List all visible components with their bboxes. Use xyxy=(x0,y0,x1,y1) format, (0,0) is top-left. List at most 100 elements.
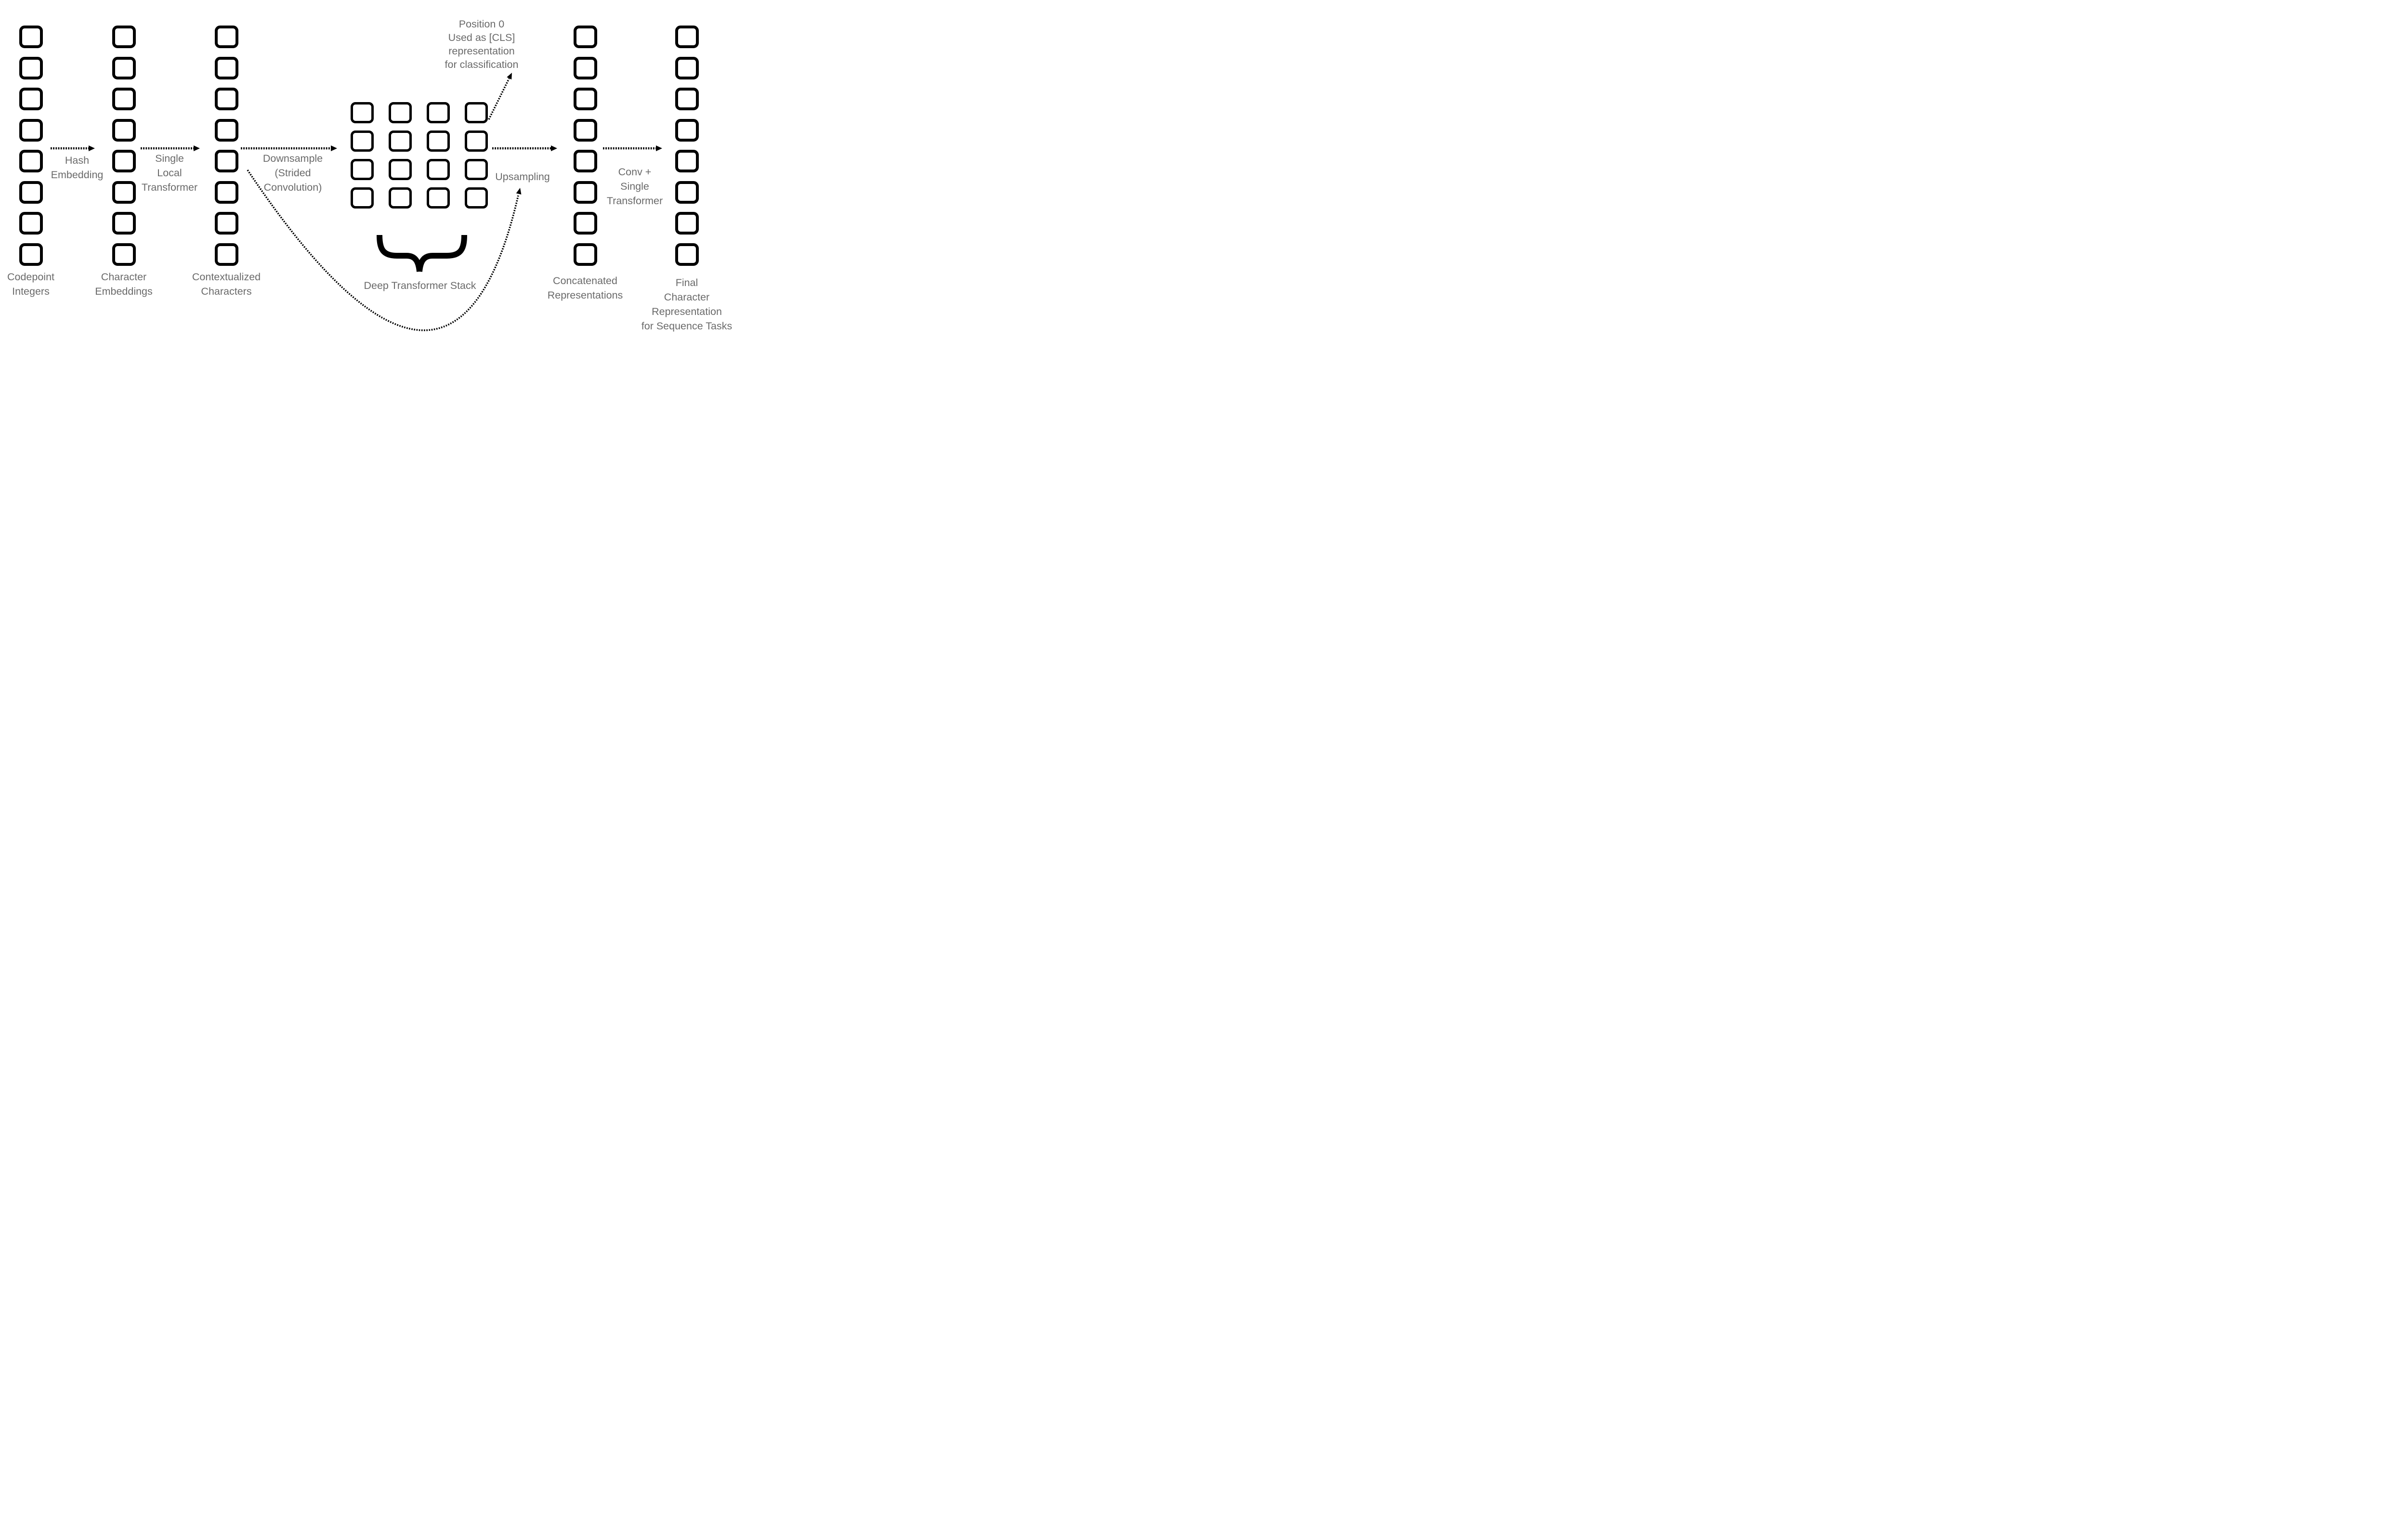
grid-square xyxy=(389,159,412,180)
final-character-representation-label: Final Character Representation for Seque… xyxy=(641,275,732,333)
grid-square xyxy=(465,131,488,152)
token-square xyxy=(574,118,597,142)
downsampled-token-grid xyxy=(351,102,488,209)
arrowhead-icon xyxy=(551,145,557,151)
label-line: Local xyxy=(157,167,182,179)
contextualized-characters-label: Contextualized Characters xyxy=(192,270,261,299)
token-square xyxy=(112,243,136,266)
grid-square xyxy=(351,131,374,152)
column-character-embeddings xyxy=(112,26,136,266)
column-final-character-representation xyxy=(675,26,699,266)
character-skip-connection-curve xyxy=(247,169,522,331)
column-concatenated-representations xyxy=(574,26,597,266)
label-line: Characters xyxy=(201,286,252,297)
label-line: Hash xyxy=(65,155,90,166)
token-square xyxy=(215,118,238,142)
note-line: Used as [CLS] xyxy=(448,32,515,43)
label-line: Transformer xyxy=(606,195,663,207)
grid-square xyxy=(351,187,374,209)
downsample-label: Downsample (Strided Convolution) xyxy=(263,151,323,195)
label-line: Single xyxy=(620,181,649,192)
grid-square xyxy=(351,159,374,180)
token-square xyxy=(112,212,136,235)
token-square xyxy=(112,56,136,79)
deep-transformer-stack-label: Deep Transformer Stack xyxy=(364,278,476,293)
token-square xyxy=(19,56,43,79)
token-square xyxy=(574,212,597,235)
token-square xyxy=(675,56,699,79)
grid-square xyxy=(427,131,450,152)
upsampling-arrow xyxy=(492,145,557,151)
single-local-transformer-label: Single Local Transformer xyxy=(142,151,197,195)
grid-square xyxy=(427,102,450,123)
grid-square xyxy=(389,102,412,123)
token-square xyxy=(19,118,43,142)
token-square xyxy=(19,243,43,266)
dotted-line xyxy=(488,78,510,120)
brace-right-half xyxy=(417,235,467,272)
deep-transformer-brace-icon xyxy=(377,235,467,272)
grid-square xyxy=(465,102,488,123)
label-line: Final xyxy=(675,277,698,288)
note-line: representation xyxy=(448,45,515,57)
token-square xyxy=(675,118,699,142)
label-line: Character xyxy=(101,271,147,283)
token-square xyxy=(19,26,43,48)
arrowhead-icon xyxy=(331,145,337,151)
token-square xyxy=(675,243,699,266)
grid-square xyxy=(351,102,374,123)
note-line: Position 0 xyxy=(458,18,505,30)
token-square xyxy=(574,243,597,266)
token-square xyxy=(112,118,136,142)
label-line: Integers xyxy=(12,286,50,297)
label-line: Representations xyxy=(547,289,623,301)
grid-square xyxy=(427,159,450,180)
label-line: Embedding xyxy=(51,169,104,181)
token-square xyxy=(574,181,597,204)
token-square xyxy=(574,150,597,172)
token-square xyxy=(19,150,43,172)
token-square xyxy=(215,181,238,204)
token-square xyxy=(675,26,699,48)
grid-square xyxy=(389,131,412,152)
cls-position0-arrow xyxy=(488,73,512,120)
token-square xyxy=(675,88,699,110)
token-square xyxy=(19,212,43,235)
hash-embedding-label: Hash Embedding xyxy=(51,153,104,182)
token-square xyxy=(19,88,43,110)
hash-embedding-arrow xyxy=(51,145,95,151)
label-line: for Sequence Tasks xyxy=(641,320,733,332)
token-square xyxy=(675,150,699,172)
token-square xyxy=(574,56,597,79)
column-contextualized-characters xyxy=(215,26,238,266)
token-square xyxy=(215,212,238,235)
downsample-arrow xyxy=(241,145,337,151)
character-embeddings-label: Character Embeddings xyxy=(95,270,153,299)
token-square xyxy=(112,181,136,204)
label-line: Codepoint xyxy=(7,271,55,283)
label-line: Embeddings xyxy=(95,286,153,297)
label-line: (Strided xyxy=(275,167,311,179)
token-square xyxy=(675,212,699,235)
label-line: Conv + xyxy=(618,166,652,178)
label-line: Character xyxy=(664,291,710,303)
grid-square xyxy=(389,187,412,209)
canine-architecture-diagram: Hash Embedding Single Local Transformer … xyxy=(0,0,742,342)
grid-square xyxy=(465,187,488,209)
token-square xyxy=(215,150,238,172)
label-line: Concatenated xyxy=(553,275,617,287)
label-line: Upsampling xyxy=(495,171,550,183)
grid-square xyxy=(465,159,488,180)
token-square xyxy=(112,26,136,48)
conv-single-transformer-arrow xyxy=(603,145,662,151)
token-square xyxy=(675,181,699,204)
token-square xyxy=(215,56,238,79)
label-line: Convolution) xyxy=(263,182,322,193)
codepoint-integers-label: Codepoint Integers xyxy=(7,270,54,299)
label-line: Deep Transformer Stack xyxy=(364,280,476,291)
arrowhead-icon xyxy=(89,145,95,151)
dotted-curve xyxy=(247,169,519,331)
token-square xyxy=(112,150,136,172)
cls-position0-note: Position 0 Used as [CLS] representation … xyxy=(445,17,519,71)
column-codepoint-integers xyxy=(19,26,43,266)
